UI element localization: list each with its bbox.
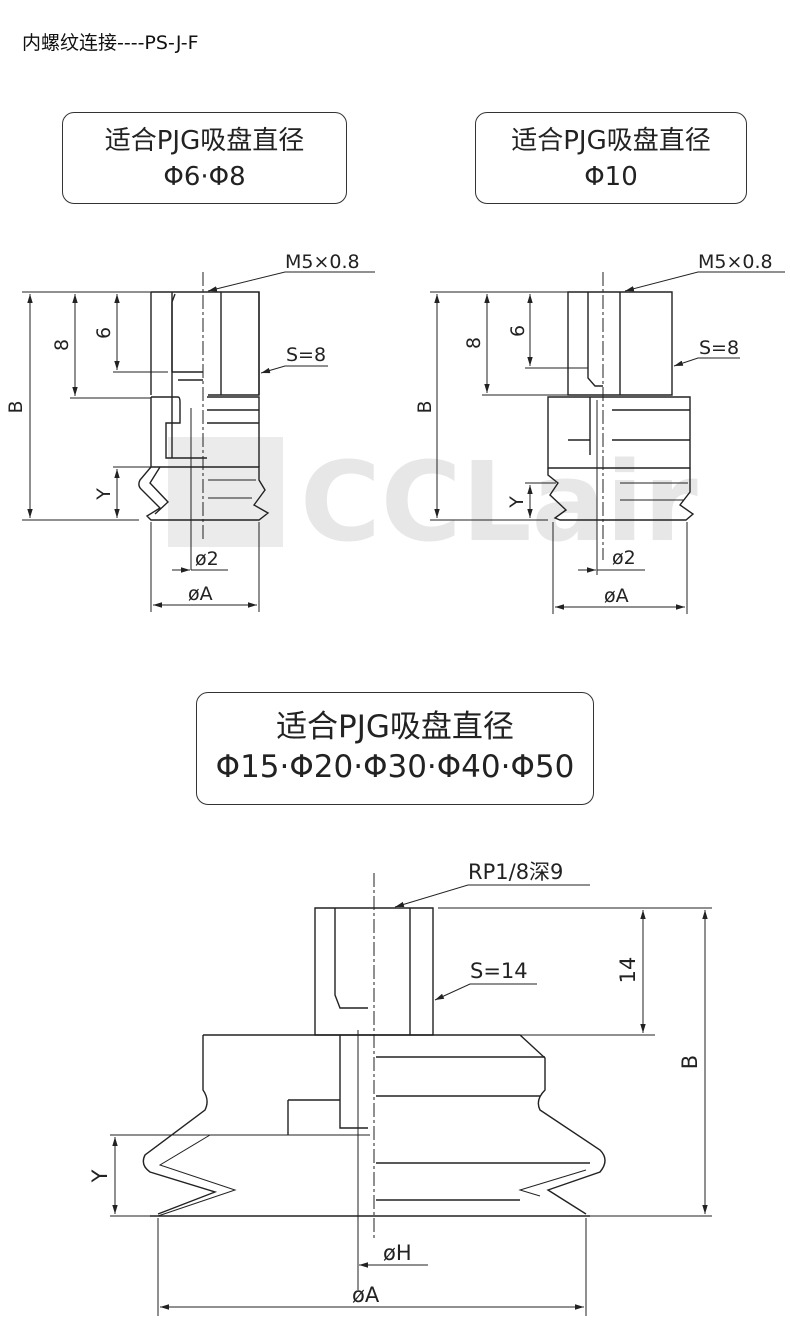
dia-a-label: øA	[352, 1283, 380, 1307]
dia-a-label: øA	[188, 583, 213, 605]
hex-size-label: S=14	[470, 959, 528, 983]
hole-dia-label: ø2	[195, 548, 219, 570]
spec-box-diameters: Φ10	[584, 162, 638, 192]
svg-text:CCLair: CCLair	[300, 438, 698, 566]
hex-size-label: S=8	[699, 337, 739, 359]
hole-dia-label: ø2	[612, 547, 636, 569]
dim-y-label: Y	[506, 496, 528, 509]
dim-b-label: B	[5, 400, 27, 413]
dim-6-label: 6	[93, 327, 115, 339]
spec-box-small: 适合PJG吸盘直径 Φ6·Φ8	[62, 112, 347, 204]
thread-label: M5×0.8	[698, 251, 773, 273]
hex-size-label: S=8	[286, 344, 326, 366]
dim-b-label: B	[678, 1055, 702, 1069]
dim-8-label: 8	[51, 339, 73, 351]
hole-dia-label: øH	[383, 1241, 412, 1265]
dim-6-label: 6	[507, 325, 529, 337]
spec-box-medium: 适合PJG吸盘直径 Φ10	[475, 112, 747, 204]
page-title: 内螺纹连接----PS-J-F	[22, 32, 199, 54]
drawing-large-fitting: RP1/8深9 S=14 14 B Y øH øA	[88, 860, 712, 1316]
dim-14-label: 14	[616, 957, 640, 984]
thread-label: M5×0.8	[285, 251, 360, 273]
dim-8-label: 8	[463, 337, 485, 349]
dim-y-label: Y	[88, 1169, 112, 1183]
drawing-medium-fitting: M5×0.8 S=8 B 8 6 Y ø2 øA	[414, 251, 785, 614]
spec-box-diameters: Φ15·Φ20·Φ30·Φ40·Φ50	[215, 749, 575, 785]
spec-box-heading: 适合PJG吸盘直径	[104, 126, 305, 156]
spec-box-diameters: Φ6·Φ8	[163, 162, 246, 192]
thread-label: RP1/8深9	[468, 860, 563, 884]
spec-box-large: 适合PJG吸盘直径 Φ15·Φ20·Φ30·Φ40·Φ50	[196, 692, 594, 805]
spec-box-heading: 适合PJG吸盘直径	[511, 126, 711, 156]
drawing-small-fitting: M5×0.8 S=8 B 8 6 Y ø2 øA	[5, 251, 375, 612]
dim-y-label: Y	[93, 488, 115, 501]
dia-a-label: øA	[604, 585, 629, 607]
spec-box-heading: 适合PJG吸盘直径	[276, 709, 514, 745]
dim-b-label: B	[414, 400, 436, 413]
